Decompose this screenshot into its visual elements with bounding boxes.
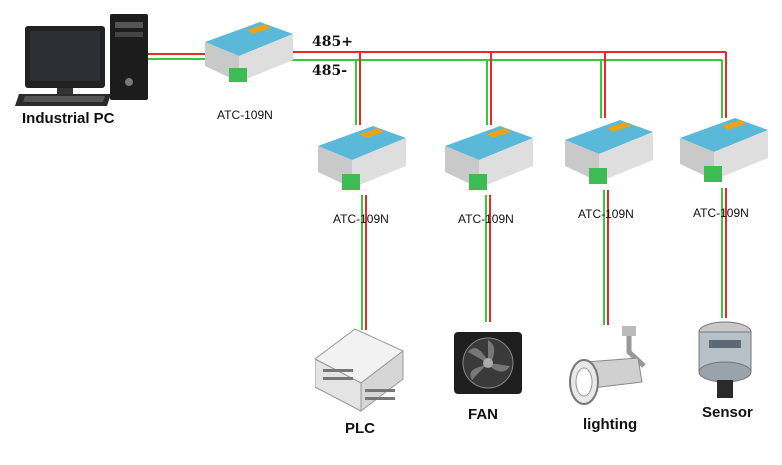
industrial-pc-icon — [15, 14, 148, 106]
bus-minus-label: 485- — [312, 63, 348, 79]
lighting-icon — [569, 326, 646, 405]
industrial-pc-label: Industrial PC — [22, 110, 115, 127]
sensor-label: Sensor — [702, 404, 753, 421]
sensor-icon — [698, 321, 752, 398]
bus-drops — [355, 52, 727, 125]
bus-plus-label: 485+ — [312, 34, 353, 50]
master-converter-icon — [205, 22, 293, 82]
slave-converter-2-icon — [445, 126, 533, 190]
slave-converter-4-icon — [680, 118, 768, 182]
master-model-label: ATC-109N — [217, 108, 273, 122]
node-1-model-label: ATC-109N — [333, 212, 389, 226]
node-2-model-label: ATC-109N — [458, 212, 514, 226]
node-4-model-label: ATC-109N — [693, 206, 749, 220]
plc-icon — [315, 328, 404, 413]
lighting-label: lighting — [583, 416, 638, 433]
device-drops — [361, 188, 727, 330]
node-3-model-label: ATC-109N — [578, 207, 634, 221]
fan-icon — [454, 332, 522, 394]
plc-label: PLC — [345, 420, 375, 437]
fan-label: FAN — [468, 406, 498, 423]
slave-converter-3-icon — [565, 120, 653, 184]
slave-converter-1-icon — [318, 126, 406, 190]
